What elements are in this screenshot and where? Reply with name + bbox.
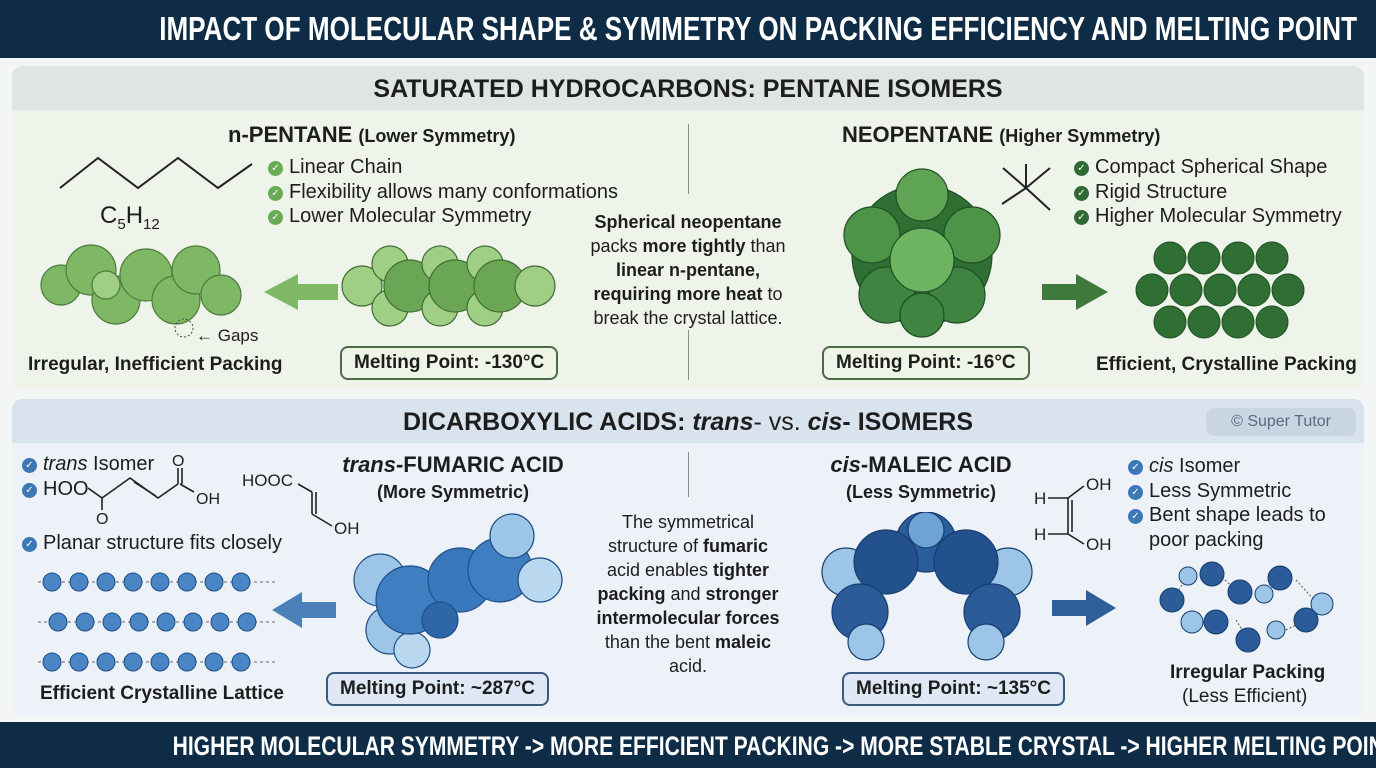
packing-caption: Efficient, Crystalline Packing: [1096, 354, 1357, 375]
fumaric-alt-structure-icon: HOOC OH: [242, 471, 360, 538]
section-header: DICARBOXYLIC ACIDS: trans- vs. cis- ISOM…: [12, 399, 1364, 443]
n-pentane-bullets: ✓Linear Chain ✓Flexibility allows many c…: [268, 155, 618, 229]
melting-point-badge: Melting Point: ~287°C: [326, 672, 549, 706]
n-pentane-molecule-icon: [341, 245, 556, 327]
lattice-molecule: [96, 652, 116, 672]
maleic-molecule-icon: [821, 512, 1033, 661]
gaps-label: ← Gaps: [196, 326, 259, 345]
svg-text:OH: OH: [1086, 475, 1112, 494]
melting-point-badge: Melting Point: ~135°C: [842, 672, 1065, 706]
check-icon: ✓: [1128, 460, 1143, 475]
packing-subcaption: (Less Efficient): [1182, 686, 1308, 707]
n-pentane-packing-icon: [40, 244, 242, 338]
svg-text:HOOC: HOOC: [242, 471, 293, 490]
neopentane-skeletal-icon: [1001, 164, 1051, 211]
lattice-molecule: [75, 612, 95, 632]
lattice-molecule: [42, 572, 62, 592]
lattice-molecule: [204, 652, 224, 672]
lattice-molecule: [237, 612, 257, 632]
packing-caption: Efficient Crystalline Lattice: [40, 683, 284, 704]
divider: [688, 452, 689, 497]
lattice-molecule: [42, 652, 62, 672]
lattice-molecule: [129, 612, 149, 632]
lattice-molecule: [231, 652, 251, 672]
neopentane-molecule-icon: [843, 168, 1001, 338]
lattice-molecule: [177, 652, 197, 672]
fumaric-title: trans-FUMARIC ACID(More Symmetric): [342, 452, 564, 502]
svg-text:H: H: [1034, 525, 1046, 544]
fumaric-lattice-icon: [38, 572, 278, 672]
check-icon: ✓: [1074, 210, 1089, 225]
check-icon: ✓: [1074, 161, 1089, 176]
lattice-molecule: [48, 612, 68, 632]
svg-text:O: O: [96, 511, 108, 528]
lattice-molecule: [150, 572, 170, 592]
maleic-packing-icon: [1159, 561, 1334, 653]
lattice-molecule: [69, 572, 89, 592]
check-icon: ✓: [1074, 185, 1089, 201]
neopentane-packing-icon: [1135, 241, 1305, 339]
arrow-left-icon: [264, 274, 338, 310]
arrow-left-icon: [272, 592, 336, 628]
svg-text:H: H: [1034, 489, 1046, 508]
divider: [688, 330, 689, 380]
lattice-molecule: [69, 652, 89, 672]
svg-text:OH: OH: [334, 519, 360, 538]
check-icon: ✓: [22, 482, 37, 498]
footer-banner: HIGHER MOLECULAR SYMMETRY -> MORE EFFICI…: [0, 722, 1376, 768]
packing-caption: Irregular Packing: [1170, 662, 1326, 683]
arrow-right-icon: [1052, 590, 1116, 626]
check-icon: ✓: [1128, 509, 1143, 524]
fumaric-skeletal-icon: O O OH: [88, 453, 220, 528]
packing-caption: Irregular, Inefficient Packing: [28, 354, 283, 375]
lattice-molecule: [231, 572, 251, 592]
lattice-molecule: [123, 652, 143, 672]
neopentane-title: NEOPENTANE (Higher Symmetry): [842, 122, 1161, 147]
lattice-molecule: [102, 612, 122, 632]
footer-text: HIGHER MOLECULAR SYMMETRY -> MORE EFFICI…: [172, 731, 1376, 761]
n-pentane-title: n-PENTANE (Lower Symmetry): [228, 122, 516, 147]
svg-text:O: O: [172, 453, 184, 470]
formula: C5H12: [100, 202, 160, 233]
check-icon: ✓: [1128, 484, 1143, 500]
page-title-bar: IMPACT OF MOLECULAR SHAPE & SYMMETRY ON …: [0, 0, 1376, 58]
melting-point-badge: Melting Point: -16°C: [822, 346, 1030, 380]
lattice-molecule: [204, 572, 224, 592]
watermark: © Super Tutor: [1206, 408, 1356, 436]
n-pentane-skeletal-icon: [59, 156, 253, 190]
check-icon: ✓: [268, 161, 283, 176]
lattice-molecule: [177, 572, 197, 592]
check-icon: ✓: [22, 458, 37, 473]
arrow-right-icon: [1042, 274, 1108, 310]
lattice-molecule: [150, 652, 170, 672]
maleic-skeletal-icon: HH OH OH: [1034, 475, 1112, 554]
check-icon: ✓: [268, 185, 283, 201]
check-icon: ✓: [22, 537, 37, 552]
fumaric-molecule-icon: [353, 513, 563, 669]
neopentane-bullets: ✓Compact Spherical Shape ✓Rigid Structur…: [1074, 155, 1342, 229]
section-header: SATURATED HYDROCARBONS: PENTANE ISOMERS: [12, 66, 1364, 110]
lattice-molecule: [96, 572, 116, 592]
svg-text:OH: OH: [1086, 535, 1112, 554]
lattice-molecule: [156, 612, 176, 632]
divider: [688, 124, 689, 194]
maleic-bullets: ✓cis Isomer ✓Less Symmetric ✓Bent shape …: [1128, 454, 1326, 552]
lattice-molecule: [123, 572, 143, 592]
lattice-molecule: [210, 612, 230, 632]
maleic-title: cis-MALEIC ACID(Less Symmetric): [830, 452, 1012, 502]
svg-text:OH: OH: [196, 491, 220, 508]
fumaric-bullets: ✓trans Isomer ✓HOO ✓Planar structure fit…: [22, 452, 282, 556]
melting-point-badge: Melting Point: -130°C: [340, 346, 559, 380]
lattice-molecule: [183, 612, 203, 632]
page-title: IMPACT OF MOLECULAR SHAPE & SYMMETRY ON …: [159, 10, 1358, 47]
check-icon: ✓: [268, 210, 283, 225]
